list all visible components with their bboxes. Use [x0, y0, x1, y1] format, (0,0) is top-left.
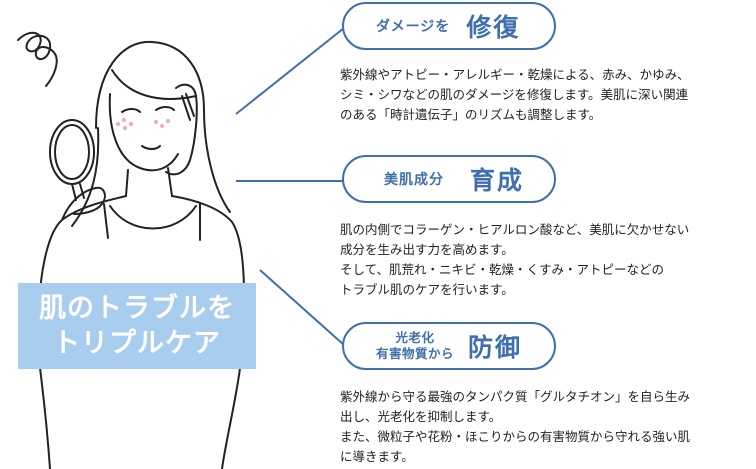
feature-nurture-label: 美肌成分: [384, 172, 444, 188]
description-line: に導きます。: [340, 449, 414, 464]
feature-nurture-pill: 美肌成分 育成: [342, 155, 556, 203]
hand-mirror-icon: [49, 119, 95, 185]
feature-defense-label: 光老化 有害物質から: [376, 330, 454, 362]
description-line: また、微粒子や花粉・ほこりからの有害物質から守れる強い肌: [340, 429, 691, 444]
feature-defense-label-line2: 有害物質から: [376, 346, 455, 361]
feature-defense-label-line1: 光老化: [395, 330, 435, 345]
feature-defense-pill: 光老化 有害物質から 防御: [342, 322, 556, 370]
feature-nurture-description: 肌の内側でコラーゲン・ヒアルロン酸など、美肌に欠かせない 成分を生み出す力を高め…: [340, 220, 756, 300]
description-line: トラブル肌のケアを行います。: [340, 282, 514, 297]
triple-care-heading-line1: 肌のトラブルを: [39, 293, 235, 324]
description-line: 出し、光老化を抑制します。: [340, 409, 502, 424]
description-line: 紫外線やアトピー・アレルギー・乾燥による、赤み、かゆみ、: [340, 67, 690, 82]
triple-care-heading: 肌のトラブルを トリプルケア: [18, 283, 256, 369]
feature-defense-description: 紫外線から守る最強のタンパク質「グルタチオン」を自ら生み 出し、光老化を抑制しま…: [340, 387, 756, 467]
triple-care-heading-line2: トリプルケア: [53, 328, 221, 359]
woman-illustration: [17, 31, 245, 469]
description-line: 紫外線から守る最強のタンパク質「グルタチオン」を自ら生み: [340, 389, 691, 404]
description-line: シミ・シワなどの肌のダメージを修復します。美肌に深い関連: [340, 87, 689, 102]
feature-defense-keyword: 防御: [468, 333, 523, 362]
cheek-blush-icon: [116, 118, 170, 130]
feature-repair-description: 紫外線やアトピー・アレルギー・乾燥による、赤み、かゆみ、 シミ・シワなどの肌のダ…: [340, 65, 756, 125]
description-line: 肌の内側でコラーゲン・ヒアルロン酸など、美肌に欠かせない: [340, 222, 690, 237]
description-line: そして、肌荒れ・ニキビ・乾燥・くすみ・アトピーなどの: [340, 262, 665, 277]
description-line: 成分を生み出す力を高めます。: [340, 242, 514, 257]
feature-nurture-keyword: 育成: [470, 166, 525, 195]
feature-repair-label: ダメージを: [376, 19, 451, 35]
worry-scribble-icon: [17, 31, 58, 87]
description-line: のある「時計遺伝子」のリズムも調整します。: [340, 107, 602, 122]
feature-repair-keyword: 修復: [466, 13, 521, 42]
feature-repair-pill: ダメージを 修復: [342, 2, 556, 50]
